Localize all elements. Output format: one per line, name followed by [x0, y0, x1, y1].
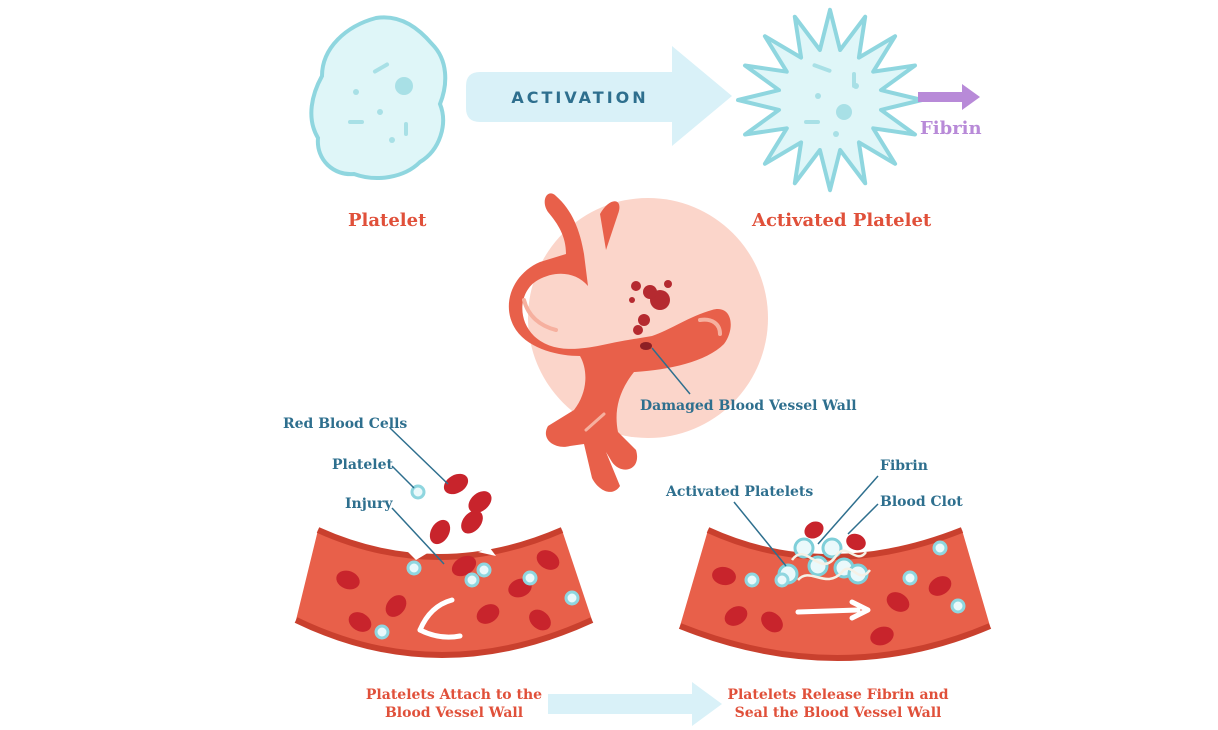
rbc-leader [389, 427, 449, 485]
right-caption: Platelets Release Fibrin and Seal the Bl… [722, 686, 954, 722]
platelet-label: Platelet [332, 457, 393, 473]
bleeding-wound [629, 280, 672, 350]
fibrin-label: Fibrin [880, 458, 928, 474]
right-platelets [744, 540, 966, 614]
damaged-wall-label: Damaged Blood Vessel Wall [640, 398, 857, 414]
injury-label: Injury [345, 496, 393, 512]
blood-clot-label: Blood Clot [880, 494, 963, 510]
branching-vessel [508, 193, 731, 492]
left-platelets [374, 484, 580, 640]
resting-platelet [309, 15, 448, 180]
activated-platelet-title: Activated Platelet [752, 210, 932, 231]
activated-platelets-leader [733, 501, 787, 567]
left-red-blood-cells [336, 473, 560, 632]
right-caption-line2: Seal the Blood Vessel Wall [734, 705, 942, 721]
fibrin-arrow [918, 84, 980, 110]
injury-leader [391, 507, 445, 565]
activation-arrow [466, 46, 732, 146]
red-blood-cells-label: Red Blood Cells [283, 416, 408, 432]
damaged-wall-leader [651, 347, 691, 395]
bottom-arrow [548, 682, 722, 726]
activation-label: ACTIVATION [511, 88, 649, 107]
left-caption-line1: Platelets Attach to the [365, 687, 543, 703]
activated-platelets-label: Activated Platelets [666, 484, 814, 500]
platelet-title: Platelet [348, 210, 427, 231]
right-red-blood-cells [712, 521, 952, 646]
left-caption: Platelets Attach to the Blood Vessel Wal… [346, 686, 562, 722]
activated-platelet [736, 7, 924, 193]
fibrin-leader [817, 475, 879, 545]
fibrin-title: Fibrin [920, 118, 982, 139]
right-caption-line1: Platelets Release Fibrin and [727, 687, 949, 703]
blood-clot-leader [847, 503, 879, 535]
left-vessel [294, 527, 594, 658]
platelet-leader [391, 465, 415, 489]
left-caption-line2: Blood Vessel Wall [384, 705, 524, 721]
